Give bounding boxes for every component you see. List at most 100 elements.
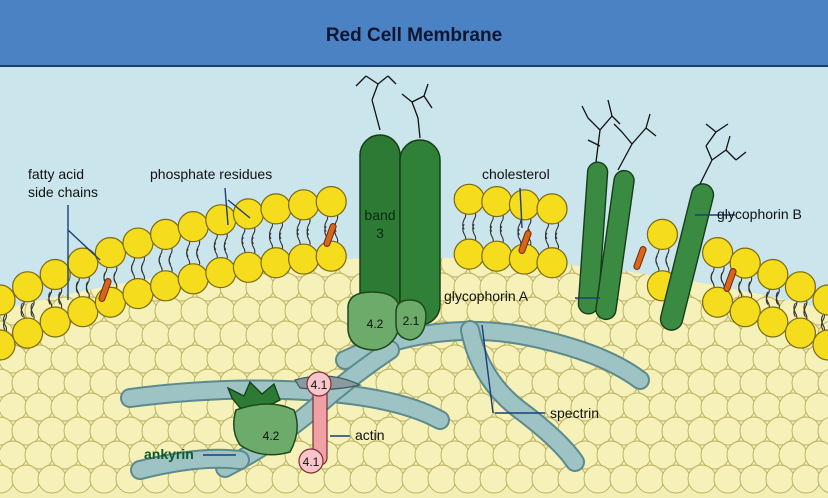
cytoplasm-cell [25, 441, 53, 469]
cytoplasm-cell [727, 393, 755, 421]
phosphate-head [68, 297, 98, 327]
cytoplasm-cell [428, 369, 456, 397]
cytoplasm-cell [298, 321, 326, 349]
cytoplasm-cell [610, 417, 638, 445]
phosphate-head [68, 248, 98, 278]
cytoplasm-cell [116, 417, 144, 445]
fatty-acid-label-line2: side chains [28, 184, 98, 200]
cytoplasm-cell [142, 321, 170, 349]
cytoplasm-cell [38, 465, 66, 493]
cytoplasm-cell [350, 465, 378, 493]
cytoplasm-cell [77, 393, 105, 421]
cytoplasm-cell [636, 465, 664, 493]
diagram-title: Red Cell Membrane [326, 25, 502, 46]
cytoplasm-cell [246, 465, 274, 493]
cytoplasm-cell [64, 465, 92, 493]
phosphate-head [123, 228, 153, 258]
cytoplasm-cell [662, 417, 690, 445]
cytoplasm-cell [714, 465, 742, 493]
cytoplasm-cell [220, 321, 248, 349]
phosphate-head [316, 241, 346, 271]
cytoplasm-cell [38, 417, 66, 445]
cytoplasm-cell [77, 345, 105, 373]
cytoplasm-cell [233, 345, 261, 373]
cytoplasm-cell [90, 417, 118, 445]
glycophorin-b-label: glycophorin B [717, 206, 802, 222]
cytoplasm-cell [454, 465, 482, 493]
phosphate-head [151, 219, 181, 249]
phosphate-head [758, 307, 788, 337]
phosphate-head [537, 248, 567, 278]
cytoplasm-cell [207, 297, 235, 325]
cytoplasm-cell [298, 273, 326, 301]
cytoplasm-cell [623, 393, 651, 421]
cytoplasm-cell [467, 441, 495, 469]
cytoplasm-cell [311, 297, 339, 325]
cytoplasm-cell [376, 465, 404, 493]
cytoplasm-cell [155, 345, 183, 373]
phosphate-head [482, 187, 512, 217]
cytoplasm-cell [0, 393, 27, 421]
cytoplasm-cell [246, 321, 274, 349]
cytoplasm-cell [584, 417, 612, 445]
cytoplasm-cell [64, 417, 92, 445]
cytoplasm-cell [90, 321, 118, 349]
cytoplasm-cell [272, 465, 300, 493]
cholesterol-label: cholesterol [482, 166, 550, 182]
phosphate-head [454, 239, 484, 269]
cytoplasm-cell [12, 369, 40, 397]
cytoplasm-cell [51, 393, 79, 421]
cytoplasm-cell [272, 321, 300, 349]
phosphate-head [95, 238, 125, 268]
cytoplasm-cell [493, 345, 521, 373]
phosphate-head [261, 248, 291, 278]
cytoplasm-cell [649, 441, 677, 469]
cytoplasm-cell [480, 417, 508, 445]
cytoplasm-cell [766, 369, 794, 397]
cytoplasm-cell [688, 321, 716, 349]
cytoplasm-cell [155, 297, 183, 325]
cytoplasm-cell [25, 345, 53, 373]
cytoplasm-cell [636, 417, 664, 445]
cytoplasm-cell [753, 393, 781, 421]
cytoplasm-cell [259, 297, 287, 325]
phosphate-head [206, 258, 236, 288]
cytoplasm-cell [714, 369, 742, 397]
phosphate-head [13, 318, 43, 348]
actin-label: actin [355, 427, 385, 443]
phosphate-head [454, 184, 484, 214]
ankyrin-label: ankyrin [144, 446, 194, 462]
protein-2-1-label: 2.1 [403, 314, 420, 328]
fatty-acid-label-line1: fatty acid [28, 166, 84, 182]
cytoplasm-cell [519, 441, 547, 469]
cytoplasm-cell [506, 465, 534, 493]
phosphate-head [289, 244, 319, 274]
cytoplasm-cell [727, 345, 755, 373]
cytoplasm-cell [597, 393, 625, 421]
cytoplasm-cell [779, 393, 807, 421]
cytoplasm-cell [792, 369, 820, 397]
cytoplasm-cell [597, 441, 625, 469]
cytoplasm-cell [38, 369, 66, 397]
cytoplasm-cell [779, 345, 807, 373]
phosphate-head [13, 272, 43, 302]
phosphate-head [537, 194, 567, 224]
cytoplasm-cell [389, 441, 417, 469]
cytoplasm-cell [649, 345, 677, 373]
phosphate-head [178, 212, 208, 242]
cytoplasm-cell [311, 345, 339, 373]
cytoplasm-cell [90, 465, 118, 493]
cytoplasm-cell [0, 441, 27, 469]
phosphate-head [785, 318, 815, 348]
cytoplasm-cell [207, 345, 235, 373]
phosphate-head [482, 241, 512, 271]
cytoplasm-cell [324, 465, 352, 493]
phosphate-head [261, 194, 291, 224]
cytoplasm-cell [25, 393, 53, 421]
phosphate-label: phosphate residues [150, 166, 272, 182]
phosphate-head [316, 187, 346, 217]
cytoplasm-cell [285, 297, 313, 325]
cytoplasm-cell [12, 465, 40, 493]
cytoplasm-cell [103, 345, 131, 373]
